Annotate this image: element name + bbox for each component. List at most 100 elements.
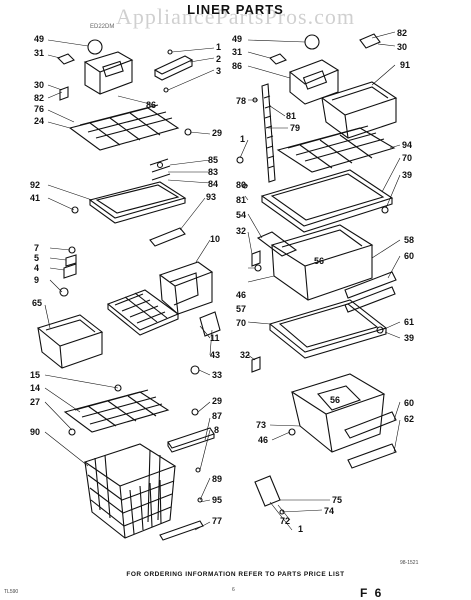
callout-54-right: 54: [236, 210, 247, 220]
callout-30-left: 30: [34, 80, 45, 90]
callout-84-left: 84: [208, 179, 219, 189]
stop-part-43: [190, 311, 221, 375]
callout-65-left: 65: [32, 298, 43, 308]
callout-61-right: 61: [404, 317, 415, 327]
callout-5-left: 5: [34, 253, 40, 263]
callout-85-left: 85: [208, 155, 219, 165]
callout-2-left: 2: [216, 54, 222, 64]
callout-49-left: 49: [34, 34, 45, 44]
callout-49-right: 49: [232, 34, 243, 44]
callout-1-right: 1: [240, 134, 246, 144]
page-number: 6: [232, 587, 235, 593]
callout-31-left: 31: [34, 48, 45, 58]
wire-shelf-top-left: [68, 104, 180, 151]
crisper-trims-right: [344, 271, 397, 334]
callout-72-right: 72: [280, 516, 291, 526]
callout-92-left: 92: [30, 180, 41, 190]
callout-15-left: 15: [30, 370, 41, 380]
callout-77-left: 77: [212, 516, 223, 526]
crisper-frame-right: [251, 231, 298, 272]
glass-shelf-right: [260, 169, 394, 233]
callout-75-right: 75: [332, 495, 343, 505]
light-housing-left: [57, 39, 134, 101]
callout-74-right: 74: [324, 506, 335, 516]
callout-94-right: 94: [402, 140, 413, 150]
callout-73-right: 73: [256, 420, 267, 430]
callout-56-right: 56: [314, 256, 325, 266]
callout-82-left: 82: [34, 93, 45, 103]
callout-83-left: 83: [208, 167, 219, 177]
callout-31-right: 31: [232, 47, 243, 57]
callout-43-left: 43: [210, 350, 221, 360]
ice-tray-left: [106, 289, 180, 336]
drawing-reference: 98-1521: [400, 560, 419, 566]
callout-76-left: 76: [34, 104, 45, 114]
page-code: F 6: [360, 586, 384, 600]
callout-80-right: 80: [236, 180, 247, 190]
door-bin-right: [320, 81, 398, 139]
callout-30-right: 30: [397, 42, 408, 52]
callout-46-right: 46: [236, 290, 247, 300]
wire-shelf-lower-left: [63, 384, 199, 436]
callout-58-right: 58: [404, 235, 415, 245]
meat-pan-right: [251, 356, 386, 453]
callout-60-right: 60: [404, 251, 415, 261]
callout-29b-left: 29: [212, 396, 223, 406]
callout-79-right: 79: [290, 123, 301, 133]
footer-code: TL590: [4, 589, 19, 595]
callout-33-left: 33: [212, 370, 223, 380]
callout-91-right: 91: [400, 60, 411, 70]
callout-7-left: 7: [34, 243, 40, 253]
callout-78-right: 78: [236, 96, 247, 106]
callout-60b-right: 60: [404, 398, 415, 408]
vent-bracket-left: [153, 49, 194, 93]
ordering-footer-note: FOR ORDERING INFORMATION REFER TO PARTS …: [126, 571, 345, 578]
callout-87-left: 87: [212, 411, 223, 421]
watermark: AppliancePartsPros.com: [116, 4, 355, 29]
light-housing-right: [269, 33, 381, 105]
shelf-rail-right: [236, 83, 276, 189]
callout-56b-right: 56: [330, 395, 341, 405]
shelf-bracket-parts: [149, 128, 192, 181]
callout-8-left: 8: [214, 425, 220, 435]
callout-24-left: 24: [34, 116, 45, 126]
callout-86-right: 86: [232, 61, 243, 71]
callout-90-left: 90: [30, 427, 41, 437]
callout-39b-right: 39: [404, 333, 415, 343]
glass-shelf-left: [71, 181, 187, 247]
crisper-drawer-right: [270, 224, 374, 301]
callout-82-right: 82: [397, 28, 408, 38]
callout-41-left: 41: [30, 193, 41, 203]
callout-81b-right: 81: [236, 195, 247, 205]
callout-62-right: 62: [404, 414, 415, 424]
callout-57-right: 57: [236, 304, 247, 314]
callout-4-left: 4: [34, 263, 40, 273]
pan-trims-right: [254, 411, 397, 515]
callout-70b-right: 70: [236, 318, 247, 328]
callout-46b-right: 46: [258, 435, 269, 445]
utility-bin-left: [36, 314, 104, 369]
callout-1b-right: 1: [298, 524, 304, 534]
wire-basket-left: [83, 443, 177, 539]
callout-11-left: 11: [210, 333, 220, 343]
callout-89-left: 89: [212, 474, 223, 484]
callout-93-left: 93: [206, 192, 217, 202]
model-subtitle: ED22DM: [90, 24, 115, 30]
callout-95-left: 95: [212, 495, 223, 505]
crisper-cover-right: [268, 299, 388, 359]
callout-1-left: 1: [216, 42, 222, 52]
callout-14-left: 14: [30, 383, 41, 393]
wire-shelf-right: [276, 125, 396, 173]
callout-81-right: 81: [286, 111, 297, 121]
callout-32-right: 32: [236, 226, 247, 236]
diagram-title: LINER PARTS: [187, 2, 284, 17]
small-parts-left: [59, 246, 77, 297]
callout-39-right: 39: [402, 170, 413, 180]
callout-29-left: 29: [212, 128, 223, 138]
callout-86-left: 86: [146, 100, 157, 110]
callout-9-left: 9: [34, 275, 40, 285]
callout-3-left: 3: [216, 66, 222, 76]
callout-70-right: 70: [402, 153, 413, 163]
